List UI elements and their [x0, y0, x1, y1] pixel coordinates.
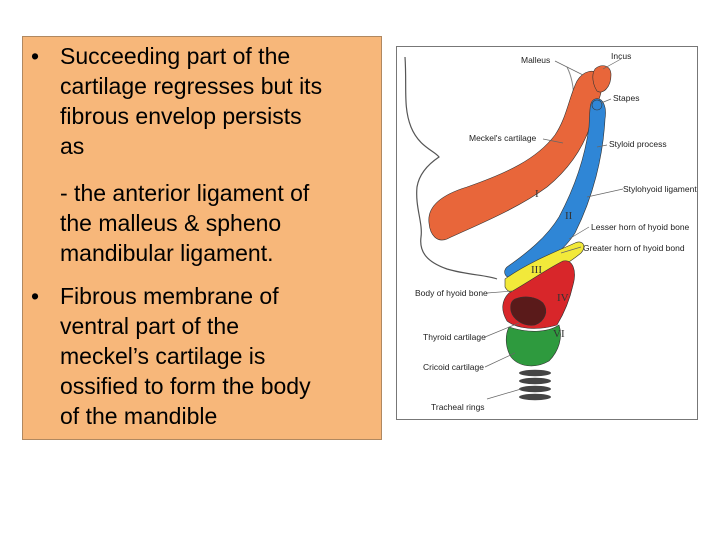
leader-line: [486, 290, 514, 294]
leader-line: [602, 58, 622, 70]
leader-line: [484, 322, 520, 338]
bullet-marker: •: [31, 43, 40, 69]
face-profile-outline: [404, 56, 498, 280]
pharyngeal-arch-figure: I II III IV VI Malleus Incus Stapes Meck…: [396, 46, 698, 420]
leader-line: [586, 188, 624, 198]
tracheal-ring: [519, 377, 551, 385]
tracheal-rings-shape: [519, 369, 551, 401]
text-line: Succeeding part of the: [60, 43, 291, 69]
text-line: fibrous envelop persists: [60, 103, 302, 129]
tracheal-ring: [519, 369, 551, 377]
text-line: cartilage regresses but its: [60, 73, 323, 99]
leader-line: [554, 60, 584, 76]
stapes-shape: [591, 99, 603, 111]
arch-label-iv: IV: [557, 292, 569, 304]
arch-label-ii: II: [565, 210, 573, 222]
leader-line: [596, 144, 608, 148]
second-arch-shape: [504, 98, 606, 279]
label-stapes: Stapes: [613, 93, 639, 103]
incus-shape: [592, 65, 612, 93]
label-incus: Incus: [611, 51, 631, 61]
leader-line: [542, 138, 564, 144]
label-body-of-hyoid: Body of hyoid bone: [415, 288, 488, 298]
leader-lines: [484, 58, 624, 400]
label-tracheal-rings: Tracheal rings: [431, 402, 485, 412]
tracheal-ring: [519, 393, 551, 401]
leader-line: [484, 352, 516, 368]
arch-label-i: I: [535, 188, 539, 200]
label-greater-horn: Greater horn of hyoid bond: [583, 243, 685, 253]
leader-line: [600, 98, 612, 104]
text-line: ossified to form the body: [60, 373, 311, 399]
text-line: the malleus & spheno: [60, 210, 282, 236]
arch-diagram: I II III IV VI Malleus Incus Stapes Meck…: [404, 51, 697, 412]
text-line: meckel’s cartilage is: [60, 343, 266, 369]
label-meckels-cartilage: Meckel's cartilage: [469, 133, 537, 143]
leader-line: [560, 246, 582, 254]
text-line: - the anterior ligament of: [60, 180, 310, 206]
arch-label-iii: III: [531, 264, 542, 276]
label-styloid-process: Styloid process: [609, 139, 667, 149]
label-thyroid-cartilage: Thyroid cartilage: [423, 332, 486, 342]
label-stylohyoid-ligament: Stylohyoid ligament: [623, 184, 697, 194]
text-line: Fibrous membrane of: [60, 283, 279, 309]
leader-line: [568, 226, 590, 240]
text-panel: • Succeeding part of the cartilage regre…: [22, 36, 382, 440]
arch-label-vi: VI: [553, 328, 565, 340]
bullet-marker: •: [31, 283, 40, 309]
sixth-arch-shape: [505, 324, 561, 367]
text-line: mandibular ligament.: [60, 240, 274, 266]
label-lesser-horn: Lesser horn of hyoid bone: [591, 222, 690, 232]
text-line: of the mandible: [60, 403, 218, 429]
text-line: ventral part of the: [60, 313, 239, 339]
label-cricoid-cartilage: Cricoid cartilage: [423, 362, 484, 372]
text-line: as: [60, 133, 85, 159]
leader-line: [486, 388, 522, 400]
tracheal-ring: [519, 385, 551, 393]
label-malleus: Malleus: [521, 55, 550, 65]
thyroid-cartilage-shape: [510, 296, 547, 326]
